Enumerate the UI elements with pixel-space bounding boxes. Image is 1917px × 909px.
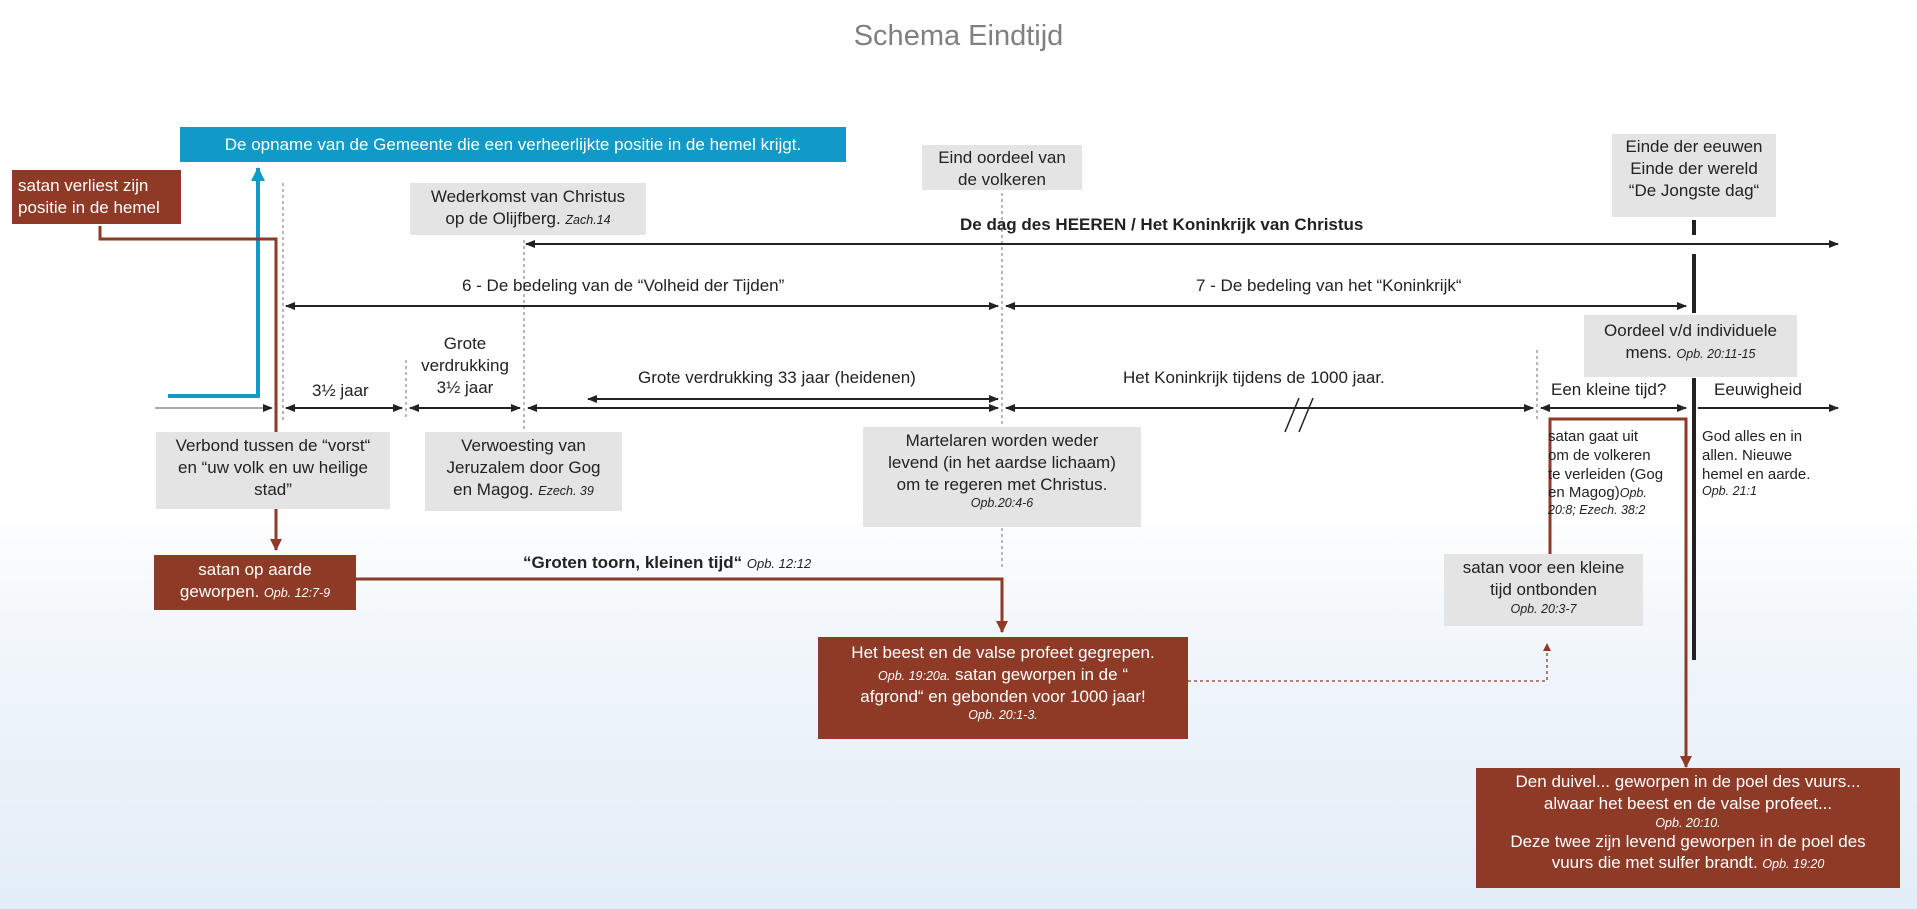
break-mark xyxy=(1284,397,1300,433)
connector-dotted-ontbonden xyxy=(1188,643,1551,682)
label-groten-toorn: “Groten toorn, kleinen tijd“ Opb. 12:12 xyxy=(523,553,811,573)
box-verwoesting: Verwoesting van Jeruzalem door Gog en Ma… xyxy=(425,432,622,511)
gaat-uit-ref-2: 20:8; Ezech. 38:2 xyxy=(1548,503,1646,517)
martelaren-line: om te regeren met Christus. xyxy=(896,474,1108,494)
verwoesting-line-3: en Magog. Ezech. 39 xyxy=(425,479,622,501)
box-den-duivel: Den duivel... geworpen in de poel des vu… xyxy=(1476,768,1900,888)
box-satan-op-aarde: satan op aarde geworpen. Opb. 12:7-9 xyxy=(154,555,356,610)
beest-line-2: Opb. 19:20a. satan geworpen in de “ xyxy=(818,664,1188,686)
verwoesting-line: Verwoesting van xyxy=(461,436,586,455)
duivel-line: alwaar het beest en de valse profeet... xyxy=(1543,793,1833,813)
label-dag-des-heeren: De dag des HEEREN / Het Koninkrijk van C… xyxy=(960,215,1364,234)
satan-aarde-line-2: geworpen. Opb. 12:7-9 xyxy=(154,581,356,603)
label-eeuwigheid: Eeuwigheid xyxy=(1714,380,1802,399)
box-einde-der-eeuwen: Einde der eeuwen Einde der wereld “De Jo… xyxy=(1612,134,1776,217)
ontbonden-line: tijd ontbonden xyxy=(1490,579,1597,599)
eind-oordeel-line: Eind oordeel van xyxy=(938,148,1066,167)
oordeel-line-2: mens. Opb. 20:11-15 xyxy=(1584,342,1797,364)
connector-satan-duivel xyxy=(1548,417,1692,768)
label-koninkrijk-1000: Het Koninkrijk tijdens de 1000 jaar. xyxy=(1123,368,1385,387)
box-oordeel-individu: Oordeel v/d individuele mens. Opb. 20:11… xyxy=(1584,315,1797,377)
box-satan-verliest: satan verliest zijn positie in de hemel xyxy=(12,170,181,224)
god-ref: Opb. 21:1 xyxy=(1702,484,1757,499)
satan-verliest-line: positie in de hemel xyxy=(18,197,160,217)
box-opname: De opname van de Gemeente die een verhee… xyxy=(180,127,846,162)
martelaren-line: Martelaren worden weder xyxy=(905,431,1099,450)
duivel-ref-1: Opb. 20:10. xyxy=(1655,815,1721,830)
duivel-text: vuurs die met sulfer brandt. xyxy=(1551,853,1758,873)
gaat-uit-line: satan gaat uit xyxy=(1548,428,1639,445)
text-satan-gaat-uit: satan gaat uit om de volkeren te verleid… xyxy=(1548,428,1663,519)
box-verbond: Verbond tussen de “vorst“ en “uw volk en… xyxy=(156,432,390,509)
oordeel-line: Oordeel v/d individuele xyxy=(1604,321,1777,340)
text-god-alles: God alles en in allen. Nieuwe hemel en a… xyxy=(1702,428,1810,500)
label-kleine-tijd: Een kleine tijd? xyxy=(1551,380,1667,399)
box-het-beest: Het beest en de valse profeet gegrepen. … xyxy=(818,637,1188,739)
god-line: God alles en in xyxy=(1702,428,1803,445)
label-grote-verdrukking: Grote verdrukking 3½ jaar xyxy=(406,333,524,399)
break-mark xyxy=(1298,397,1314,433)
gaat-uit-ref: Opb. xyxy=(1619,486,1647,501)
god-line: hemel en aarde. xyxy=(1702,465,1811,483)
label-3-half-year: 3½ jaar xyxy=(312,381,369,400)
label-grote-33: Grote verdrukking 33 jaar (heidenen) xyxy=(638,368,916,387)
satan-aarde-text: geworpen. xyxy=(179,581,260,601)
verwoesting-line: Jeruzalem door Gog xyxy=(446,457,601,477)
gaat-uit-line: om de volkeren xyxy=(1548,446,1651,464)
box-martelaren: Martelaren worden weder levend (in het a… xyxy=(863,427,1141,527)
groten-toorn-ref: Opb. 12:12 xyxy=(746,556,812,571)
label-bedeling6: 6 - De bedeling van de “Volheid der Tijd… xyxy=(462,276,785,295)
wederkomst-ref: Zach.14 xyxy=(565,212,611,227)
oordeel-ref: Opb. 20:11-15 xyxy=(1676,346,1756,361)
duivel-line: Den duivel... geworpen in de poel des vu… xyxy=(1515,772,1861,791)
box-satan-ontbonden: satan voor een kleine tijd ontbonden Opb… xyxy=(1444,554,1643,626)
wederkomst-line-2: op de Olijfberg. Zach.14 xyxy=(410,208,646,230)
einde-line: “De Jongste dag“ xyxy=(1628,180,1760,200)
groten-toorn-text: “Groten toorn, kleinen tijd“ xyxy=(523,553,743,572)
opname-text: De opname van de Gemeente die een verhee… xyxy=(224,135,802,154)
connector-satan-fall xyxy=(98,226,282,551)
martelaren-ref: Opb.20:4-6 xyxy=(970,496,1034,511)
verbond-line: en “uw volk en uw heilige xyxy=(178,457,368,477)
einde-line: Einde der wereld xyxy=(1630,158,1758,178)
beest-ref-1: Opb. 19:20a. xyxy=(878,668,951,683)
grote-line: Grote xyxy=(443,334,487,353)
ontbonden-line: satan voor een kleine xyxy=(1462,558,1625,577)
verbond-line: stad” xyxy=(254,479,292,499)
wederkomst-line: Wederkomst van Christus xyxy=(430,187,626,206)
gaat-uit-line: te verleiden (Gog xyxy=(1548,465,1664,483)
einde-line: Einde der eeuwen xyxy=(1625,137,1763,156)
ontbonden-ref: Opb. 20:3-7 xyxy=(1510,601,1577,616)
beest-line: Het beest en de valse profeet gegrepen. xyxy=(851,643,1155,662)
wederkomst-text: op de Olijfberg. xyxy=(445,208,561,228)
label-bedeling7: 7 - De bedeling van het “Koninkrijk“ xyxy=(1196,276,1462,295)
satan-aarde-ref: Opb. 12:7-9 xyxy=(264,585,331,600)
grote-line: 3½ jaar xyxy=(436,378,494,398)
page-title: Schema Eindtijd xyxy=(853,20,1064,52)
satan-aarde-line: satan op aarde xyxy=(198,560,312,579)
connector-satan-beest xyxy=(356,577,1008,633)
martelaren-line: levend (in het aardse lichaam) xyxy=(888,452,1116,472)
verwoesting-ref: Ezech. 39 xyxy=(538,483,594,498)
beest-text: satan geworpen in de “ xyxy=(955,664,1128,684)
grote-line: verdrukking xyxy=(421,356,509,376)
gaat-uit-text: en Magog) xyxy=(1548,484,1620,502)
beest-line: afgrond“ en gebonden voor 1000 jaar! xyxy=(860,686,1146,706)
satan-verliest-line: satan verliest zijn xyxy=(18,176,149,195)
box-eind-oordeel: Eind oordeel van de volkeren xyxy=(922,145,1082,190)
beest-ref-2: Opb. 20:1-3. xyxy=(968,708,1038,723)
eind-oordeel-line: de volkeren xyxy=(958,169,1046,189)
god-line: allen. Nieuwe xyxy=(1702,446,1793,464)
duivel-line-5: vuurs die met sulfer brandt. Opb. 19:20 xyxy=(1476,852,1900,874)
rapture-arrow xyxy=(168,167,265,398)
duivel-line: Deze twee zijn levend geworpen in de poe… xyxy=(1510,831,1866,851)
verwoesting-text: en Magog. xyxy=(453,479,534,499)
oordeel-text: mens. xyxy=(1625,342,1672,362)
gaat-uit-line-4: en Magog)Opb. xyxy=(1548,484,1663,503)
verbond-line: Verbond tussen de “vorst“ xyxy=(175,436,371,455)
box-wederkomst: Wederkomst van Christus op de Olijfberg.… xyxy=(410,183,646,235)
duivel-ref-2: Opb. 19:20 xyxy=(1762,857,1825,872)
